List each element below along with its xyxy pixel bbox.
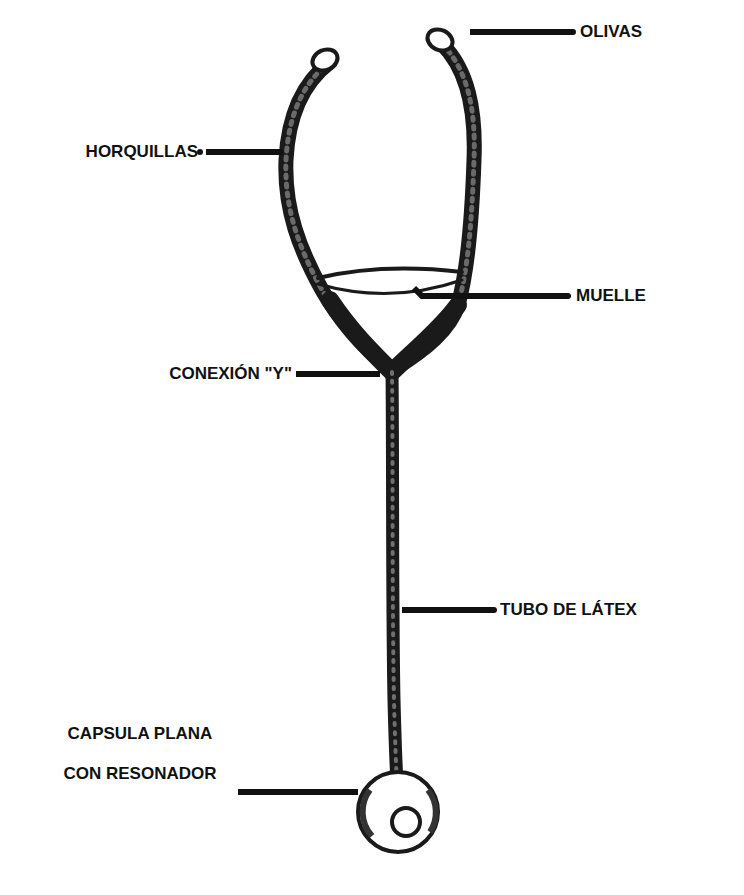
y-connector <box>330 300 458 372</box>
part-label: CAPSULA PLANA CON RESONADOR <box>60 714 220 794</box>
leader-end <box>565 293 571 299</box>
chest-piece-shading <box>363 790 372 836</box>
leader-line <box>470 29 573 35</box>
spring <box>318 269 462 278</box>
leader-line <box>296 371 380 377</box>
chest-piece-shading <box>428 790 436 832</box>
leader-line <box>206 149 283 155</box>
part-label: TUBO DE LÁTEX <box>500 600 637 620</box>
part-label: HORQUILLAS <box>86 142 198 162</box>
part-label: CONEXIÓN "Y" <box>169 364 292 384</box>
latex-tube <box>392 372 398 800</box>
leader-line <box>238 789 358 795</box>
leader-end <box>491 607 497 613</box>
part-label: MUELLE <box>576 286 646 306</box>
part-label: OLIVAS <box>580 22 642 42</box>
leader-line <box>414 288 568 296</box>
chest-piece <box>358 772 438 852</box>
leader-line <box>402 607 494 613</box>
resonator <box>392 808 420 836</box>
olive <box>309 45 341 74</box>
olive <box>424 25 456 54</box>
leader-end <box>570 29 576 35</box>
tube-texture <box>392 372 398 800</box>
spring <box>318 280 462 293</box>
